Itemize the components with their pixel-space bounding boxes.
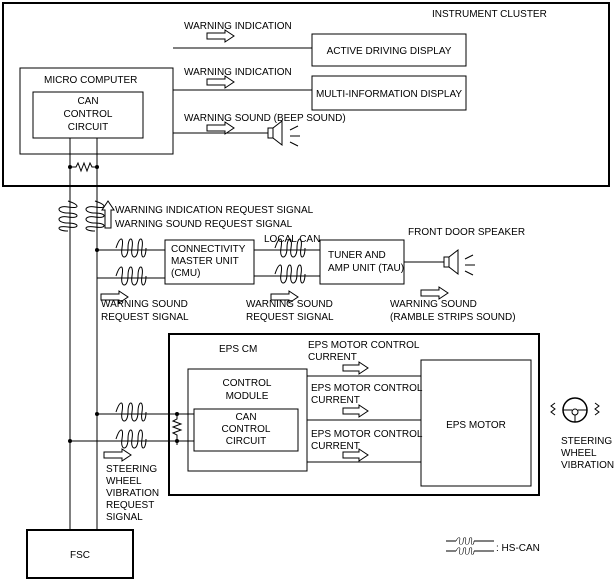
hs-can-legend-label: : HS-CAN <box>496 543 540 554</box>
arrow-warning-indication-2 <box>206 75 235 89</box>
eps-current-1-line1: EPS MOTOR CONTROL <box>308 340 420 351</box>
eps-current-2-line1: EPS MOTOR CONTROL <box>311 383 423 394</box>
front-door-speaker-label: FRONT DOOR SPEAKER <box>408 227 525 238</box>
warning-sound-request-label: WARNING SOUND REQUEST SIGNAL <box>115 219 293 230</box>
tau-box <box>319 239 405 285</box>
steering-request-line2: WHEEL <box>106 476 142 487</box>
instrument-cluster-label: INSTRUMENT CLUSTER <box>432 9 547 20</box>
eps-current-1-line2: CURRENT <box>308 352 357 363</box>
steering-wheel-icon <box>550 397 600 423</box>
local-can-label: LOCAL CAN <box>264 234 320 245</box>
steering-vibration-line2: WHEEL <box>561 448 597 459</box>
ic-can-line2: CONTROL <box>64 109 113 120</box>
eps-current-2-line2: CURRENT <box>311 395 360 406</box>
eps-cm-label: EPS CM <box>219 344 257 355</box>
arrow-up-request <box>101 200 115 229</box>
warning-sound-beep-label: WARNING SOUND (BEEP SOUND) <box>184 113 346 124</box>
eps-can-line2: CONTROL <box>222 424 271 435</box>
arrow-eps-current-1 <box>342 361 369 375</box>
tau-line1: TUNER AND <box>328 250 386 261</box>
ws-request-1-line2: REQUEST SIGNAL <box>101 312 189 323</box>
eps-motor-box <box>420 359 532 487</box>
steering-request-line3: VIBRATION <box>106 488 159 499</box>
fsc-label: FSC <box>70 550 90 561</box>
ws-request-2-line1: WARNING SOUND <box>246 299 333 310</box>
active-driving-display-label: ACTIVE DRIVING DISPLAY <box>327 46 452 57</box>
cmu-line2: MASTER UNIT <box>171 256 239 267</box>
ic-can-line1: CAN <box>77 96 98 107</box>
cmu-line1: CONNECTIVITY <box>171 244 246 255</box>
beep-speaker-icon <box>267 119 300 147</box>
tau-line2: AMP UNIT (TAU) <box>328 263 404 274</box>
eps-can-line3: CIRCUIT <box>226 436 267 447</box>
eps-can-control-circuit-box <box>193 408 299 452</box>
steering-vibration-line1: STEERING <box>561 436 612 447</box>
ic-can-line3: CIRCUIT <box>68 122 109 133</box>
warning-indication-label-2: WARNING INDICATION <box>184 67 292 78</box>
cmu-box <box>164 239 255 285</box>
arrow-ws-request-1 <box>100 290 129 304</box>
eps-motor-label: EPS MOTOR <box>446 420 506 431</box>
arrow-warning-indication-1 <box>206 29 235 43</box>
control-module-line1: CONTROL <box>223 378 272 389</box>
steering-request-line1: STEERING <box>106 464 157 475</box>
active-driving-display-box <box>311 33 467 67</box>
arrow-steering-request <box>103 448 132 462</box>
ws-request-2-line2: REQUEST SIGNAL <box>246 312 334 323</box>
cmu-line3: (CMU) <box>171 268 200 279</box>
arrow-eps-current-3 <box>342 448 369 462</box>
steering-request-line4: REQUEST <box>106 500 154 511</box>
arrow-ws-request-2 <box>270 290 299 304</box>
control-module-line2: MODULE <box>226 391 269 402</box>
ws-ramble-line2: (RAMBLE STRIPS SOUND) <box>390 312 516 323</box>
eps-current-3-line1: EPS MOTOR CONTROL <box>311 429 423 440</box>
eps-can-line1: CAN <box>235 412 256 423</box>
arrow-warning-sound-beep <box>206 121 235 135</box>
steering-vibration-line3: VIBRATION <box>561 460 614 471</box>
steering-request-line5: SIGNAL <box>106 512 143 523</box>
ic-can-control-circuit-box <box>32 91 144 139</box>
eps-current-3-line2: CURRENT <box>311 441 360 452</box>
multi-information-display-box <box>311 75 467 111</box>
hs-can-legend-symbol <box>446 537 494 555</box>
fsc-box <box>26 529 134 579</box>
arrow-eps-current-2 <box>342 404 369 418</box>
ws-request-1-line1: WARNING SOUND <box>101 299 188 310</box>
micro-computer-label: MICRO COMPUTER <box>44 75 137 86</box>
warning-indication-label-1: WARNING INDICATION <box>184 21 292 32</box>
arrow-ws-ramble <box>420 286 449 300</box>
ws-ramble-line1: WARNING SOUND <box>390 299 477 310</box>
front-door-speaker-icon <box>443 248 475 276</box>
multi-information-display-label: MULTI-INFORMATION DISPLAY <box>316 89 462 100</box>
warning-indication-request-label: WARNING INDICATION REQUEST SIGNAL <box>115 205 314 216</box>
